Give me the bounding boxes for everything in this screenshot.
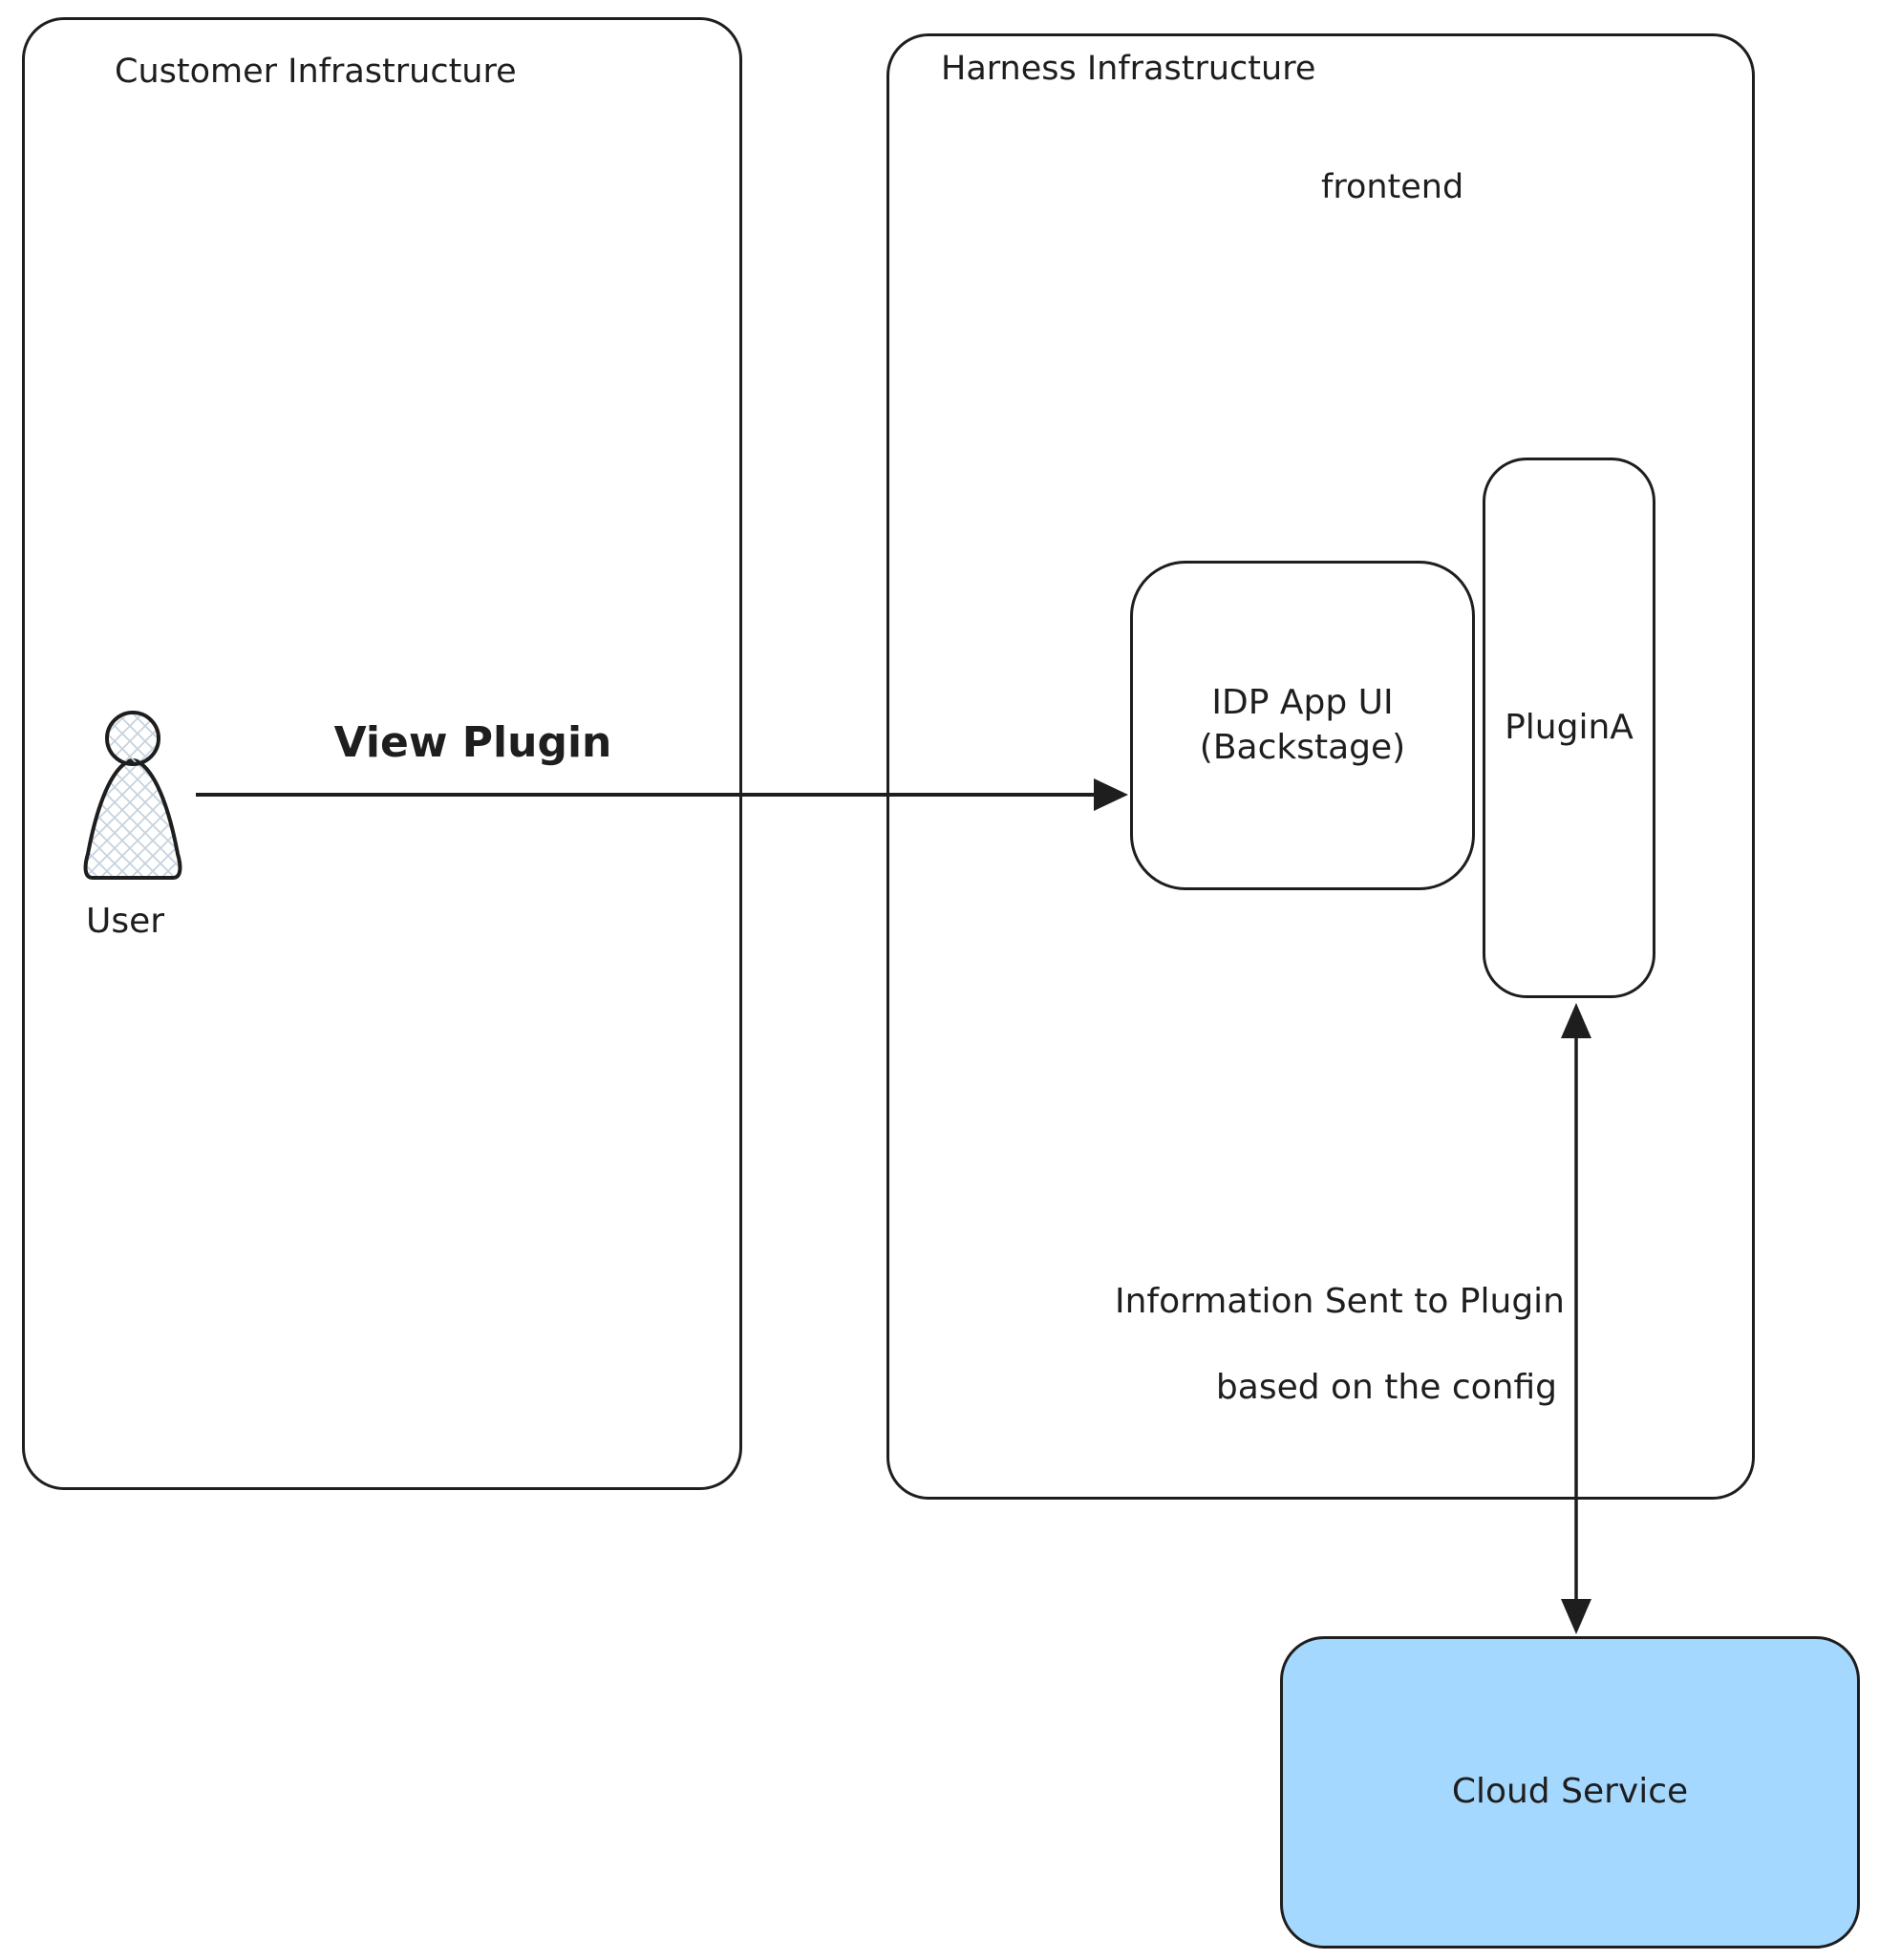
idp-app-ui-label-line1: IDP App UI [1211, 682, 1394, 722]
harness-infrastructure-title: Harness Infrastructure [941, 50, 1316, 88]
view-plugin-label: View Plugin [333, 718, 612, 767]
harness-infrastructure-box [886, 33, 1755, 1500]
customer-infrastructure-title: Customer Infrastructure [115, 53, 517, 91]
cloud-service-label: Cloud Service [1451, 1772, 1689, 1812]
plugin-cloud-arrow [1561, 1003, 1591, 1634]
plugin-a-label: PluginA [1505, 707, 1633, 747]
info-sent-label-line2: based on the config [1215, 1368, 1557, 1407]
user-label: User [86, 902, 165, 941]
info-sent-label-line1: Information Sent to Plugin [1115, 1282, 1565, 1321]
user-icon [83, 711, 182, 880]
frontend-label: frontend [1321, 168, 1464, 206]
plugin-a-node: PluginA [1483, 458, 1655, 998]
idp-app-ui-label-line2: (Backstage) [1199, 727, 1406, 767]
view-plugin-arrow [196, 778, 1128, 811]
customer-infrastructure-box [22, 17, 742, 1490]
cloud-service-node: Cloud Service [1280, 1636, 1860, 1949]
idp-app-ui-node: IDP App UI (Backstage) [1130, 561, 1475, 890]
